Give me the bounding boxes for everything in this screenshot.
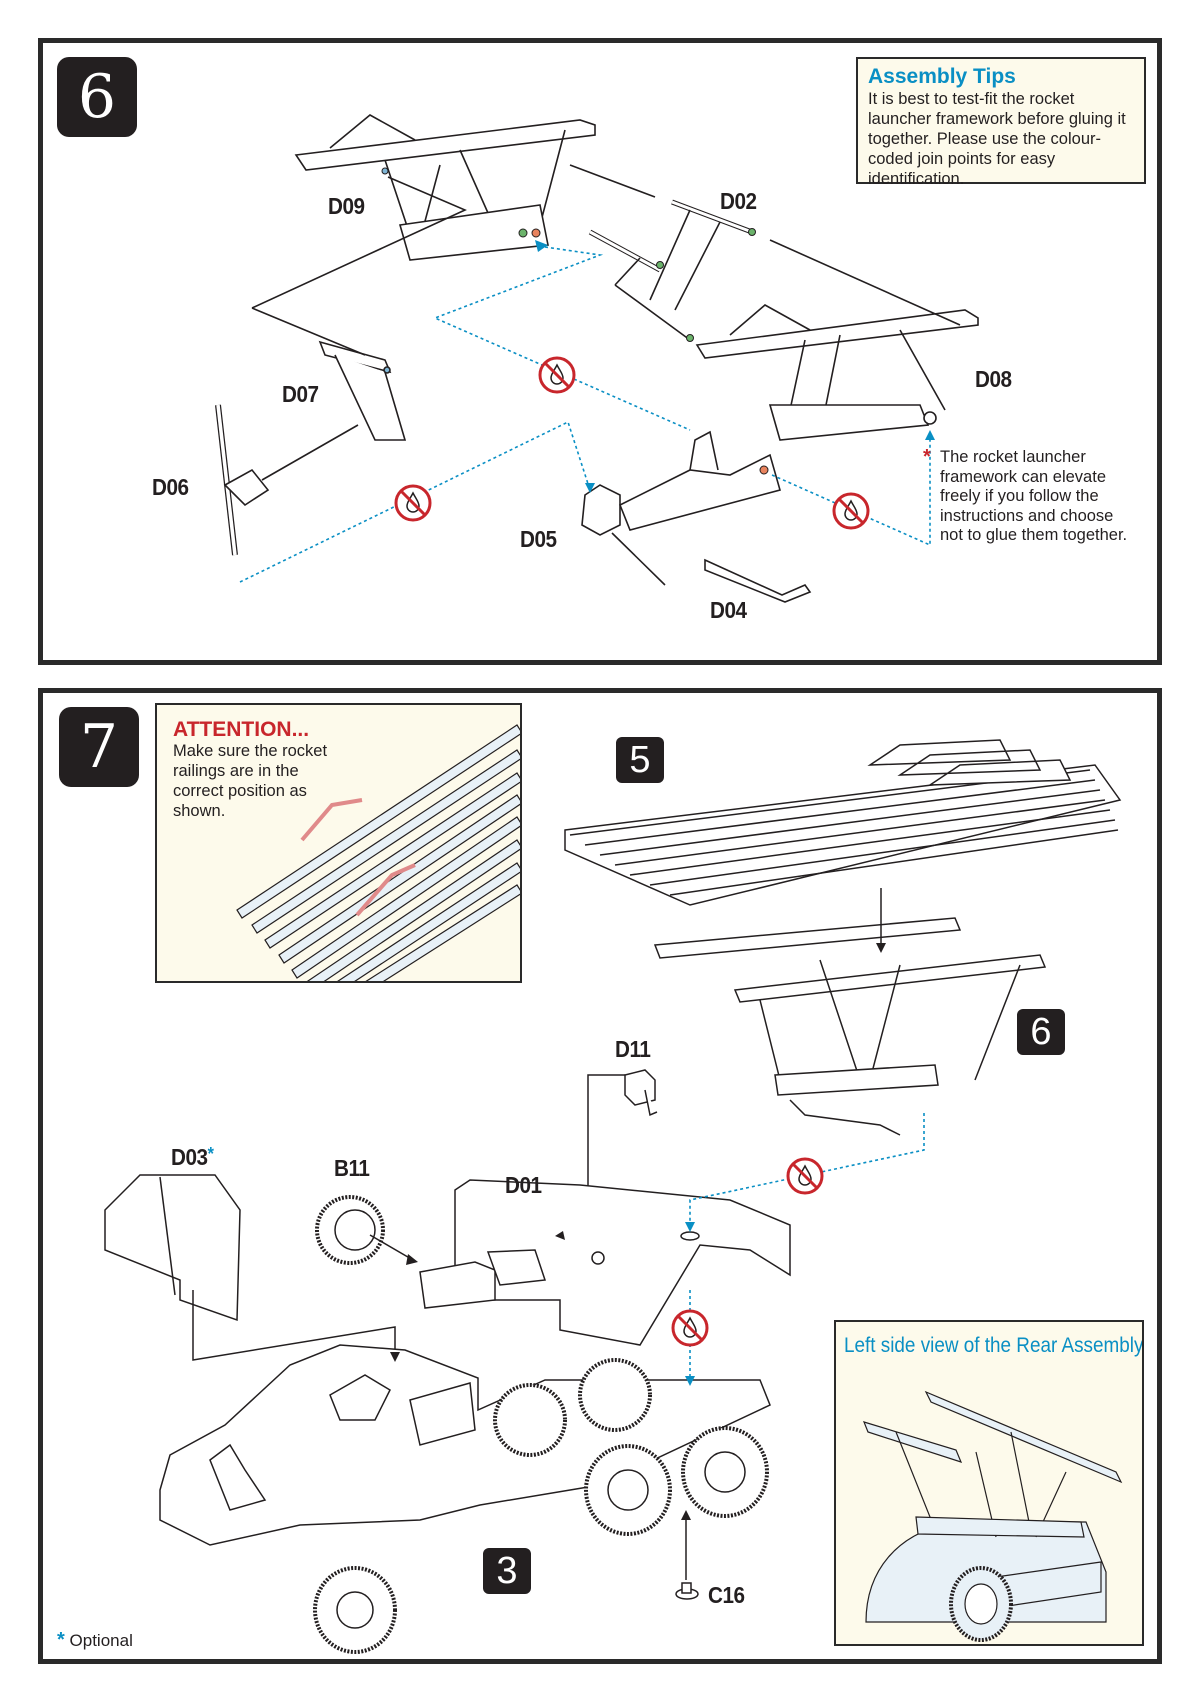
part-label-d02: D02 — [720, 188, 757, 214]
rear-assembly-inset: Left side view of the Rear Assembly — [834, 1320, 1144, 1646]
part-d04-drawing — [704, 558, 812, 603]
blue-arrowheads-step7 — [685, 1222, 695, 1386]
launcher-frame-drawing — [653, 917, 1047, 1136]
no-glue-icon — [832, 492, 870, 530]
subassembly-ref-3: 3 — [483, 1548, 531, 1594]
no-glue-icon — [786, 1157, 824, 1195]
part-d03-drawing — [104, 1174, 241, 1322]
part-label-d04: D04 — [710, 597, 747, 623]
part-d05-drawing — [581, 430, 781, 536]
part-d06-drawing — [215, 404, 270, 556]
rear-assembly-side-view — [862, 1390, 1123, 1642]
part-label-d01: D01 — [505, 1172, 542, 1198]
rocket-rails-drawing — [564, 739, 1122, 906]
part-label-d07: D07 — [282, 381, 319, 407]
part-d01-drawing — [419, 1179, 791, 1346]
no-glue-icon — [671, 1309, 709, 1347]
part-b11-drawing — [315, 1195, 385, 1265]
optional-legend-asterisk: * — [57, 1629, 65, 1651]
part-label-d06: D06 — [152, 474, 189, 500]
assembly-tips-text: It is best to test-fit the rocket launch… — [868, 90, 1126, 188]
part-label-d05: D05 — [520, 526, 557, 552]
part-c16-drawing — [675, 1582, 699, 1600]
step-number-7: 7 — [59, 707, 139, 787]
inset-title: Left side view of the Rear Assembly — [844, 1334, 1144, 1357]
attention-box: ATTENTION... Make sure the rocket railin… — [155, 703, 522, 983]
assembly-arrows — [251, 164, 961, 586]
step-number-6: 6 — [57, 57, 137, 137]
part-d11-drawing — [624, 1069, 658, 1117]
black-arrowheads — [390, 943, 886, 1520]
subassembly-ref-5: 5 — [616, 737, 664, 783]
no-glue-icon — [538, 356, 576, 394]
assembly-tips-title: Assembly Tips — [868, 65, 1016, 88]
rocket-railings-closeup — [236, 724, 520, 981]
blue-arrowheads — [535, 240, 935, 493]
no-glue-paths — [239, 246, 931, 583]
part-d07-drawing — [318, 340, 407, 441]
part-label-c16: C16 — [708, 1582, 745, 1608]
truck-chassis-drawing — [159, 1344, 771, 1654]
part-d08-drawing — [695, 304, 979, 441]
optional-legend: * Optional — [57, 1629, 133, 1652]
part-label-b11: B11 — [334, 1155, 370, 1181]
step-6-diagram — [215, 114, 979, 603]
optional-legend-text: Optional — [69, 1631, 133, 1650]
attention-text: Make sure the rocket railings are in the… — [173, 742, 328, 820]
elevation-note: * The rocket launcher framework can elev… — [923, 447, 1140, 546]
no-glue-icon — [394, 484, 432, 522]
optional-asterisk: * — [207, 1144, 214, 1164]
note-asterisk: * — [923, 446, 931, 468]
part-label-d11: D11 — [615, 1036, 651, 1062]
part-label-d09: D09 — [328, 193, 365, 219]
part-label-d03: D03* — [171, 1144, 214, 1171]
part-label-d08: D08 — [975, 366, 1012, 392]
part-d02-drawing — [588, 199, 756, 342]
part-d09-drawing — [294, 114, 596, 261]
part-label-d03-text: D03 — [171, 1144, 208, 1170]
assembly-tips-box: Assembly Tips It is best to test-fit the… — [856, 57, 1146, 188]
elevation-note-text: The rocket launcher framework can elevat… — [940, 448, 1128, 544]
subassembly-ref-6: 6 — [1017, 1009, 1065, 1055]
attention-title: ATTENTION... — [173, 718, 310, 741]
